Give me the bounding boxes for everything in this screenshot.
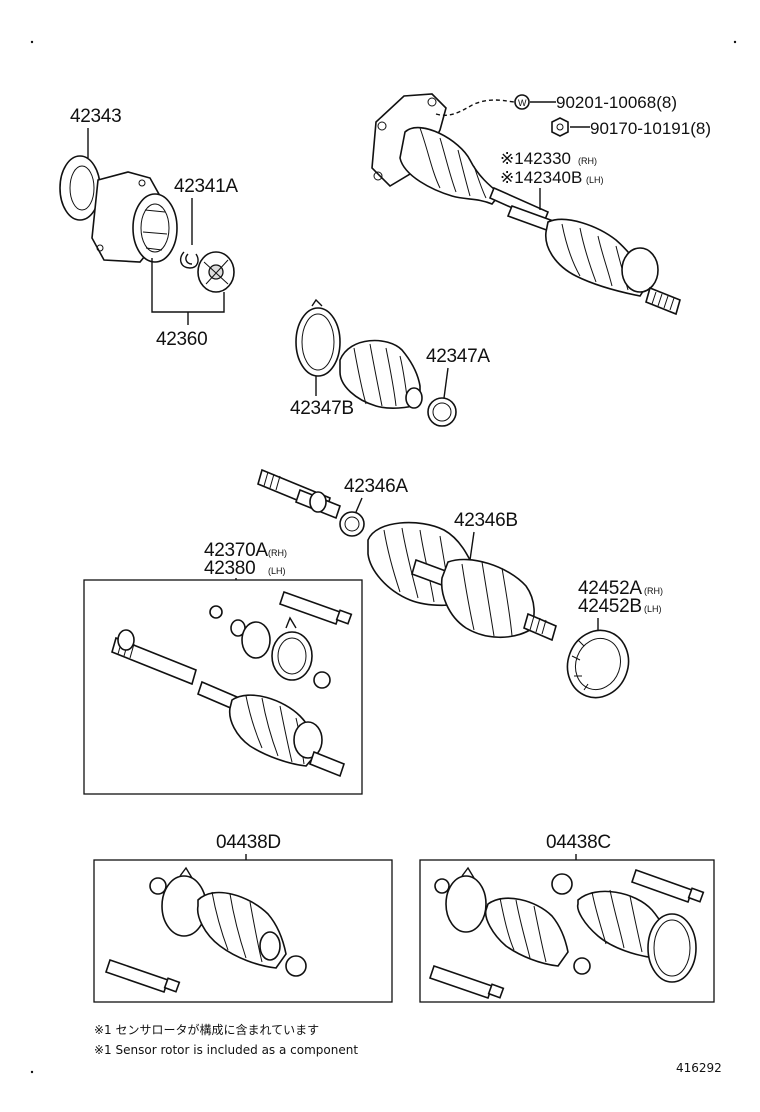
clamp-large-04438C [445, 875, 487, 933]
outer-stub [523, 612, 557, 642]
label-42347B: 42347B [290, 398, 354, 419]
outer-spline [645, 286, 681, 316]
corner-dot [30, 1070, 34, 1074]
corner-dot [30, 40, 34, 44]
boot-clamp-large [295, 307, 341, 377]
label-04438C: 04438C [546, 832, 611, 853]
label-42360: 42360 [156, 329, 207, 350]
label-90170-10191: 90170-10191(8) [590, 119, 711, 138]
boot-04438C [484, 897, 569, 967]
label-42346A: 42346A [344, 476, 408, 497]
label-42452B-side: (LH) [644, 604, 662, 614]
washer-mark: W [518, 98, 527, 108]
label-42340B-side: (LH) [586, 175, 604, 185]
label-42343: 42343 [70, 106, 121, 127]
grease-tube-04438C-b [428, 964, 494, 1000]
group-42370-box: 42370A (RH) 42380 (LH) [83, 540, 363, 795]
drive-shaft-assy [111, 636, 197, 686]
label-42347A: 42347A [426, 346, 490, 367]
label-42452A-side: (RH) [644, 586, 663, 596]
clamp-42346A [339, 511, 365, 537]
label-42380-side: (LH) [268, 566, 286, 576]
boot-clamp-small [427, 397, 457, 427]
figure-id: 416292 [676, 1061, 722, 1075]
grease-tube-04438D [104, 958, 170, 994]
label-42370A: 42370A [204, 540, 268, 561]
note-english: ※1 Sensor rotor is included as a compone… [94, 1043, 358, 1057]
group-04438D-box: 04438D [93, 832, 393, 1003]
label-42330-side: (RH) [578, 156, 597, 166]
group-42346: 42346A 42346B [257, 468, 557, 642]
washer-icon [514, 94, 530, 110]
grease-tube-04438C-a [630, 868, 694, 904]
group-04438C-box: 04438C [419, 832, 715, 1003]
label-42341A: 42341A [174, 176, 238, 197]
label-42346B: 42346B [454, 510, 518, 531]
group-42347: 42347A 42347B [290, 298, 491, 427]
inboard-boot [399, 126, 502, 205]
kit-box-42370A [83, 579, 363, 795]
label-90201-10068: 90201-10068(8) [556, 93, 677, 112]
group-drive-shaft-top: W 90201-10068(8) 90170-10191(8) ※142330 … [371, 93, 711, 316]
group-42452: 42452A (RH) 42452B (LH) [566, 578, 663, 699]
kit-box-04438D [93, 859, 393, 1003]
snap-ring [179, 251, 199, 269]
corner-dot [733, 40, 737, 44]
label-04438D: 04438D [216, 832, 281, 853]
label-42380: 42380 [204, 558, 255, 579]
kit-box-04438C [419, 859, 715, 1003]
nut-icon [551, 117, 569, 137]
note-japanese: ※1 センサロータが構成に含まれています [94, 1022, 319, 1037]
label-42330: ※142330 [500, 149, 571, 168]
label-42370A-side: (RH) [268, 548, 287, 558]
label-42452B: 42452B [578, 596, 642, 617]
group-42343: 42343 42341A 42360 [59, 106, 239, 350]
grease-tube [278, 590, 342, 626]
clamp-large-secondary [647, 913, 697, 983]
clamp-medium [241, 621, 271, 659]
label-42452A: 42452A [578, 578, 642, 599]
label-42340B: ※142340B [500, 168, 582, 187]
sensor-rotor [566, 629, 630, 699]
ring-small [209, 605, 223, 619]
